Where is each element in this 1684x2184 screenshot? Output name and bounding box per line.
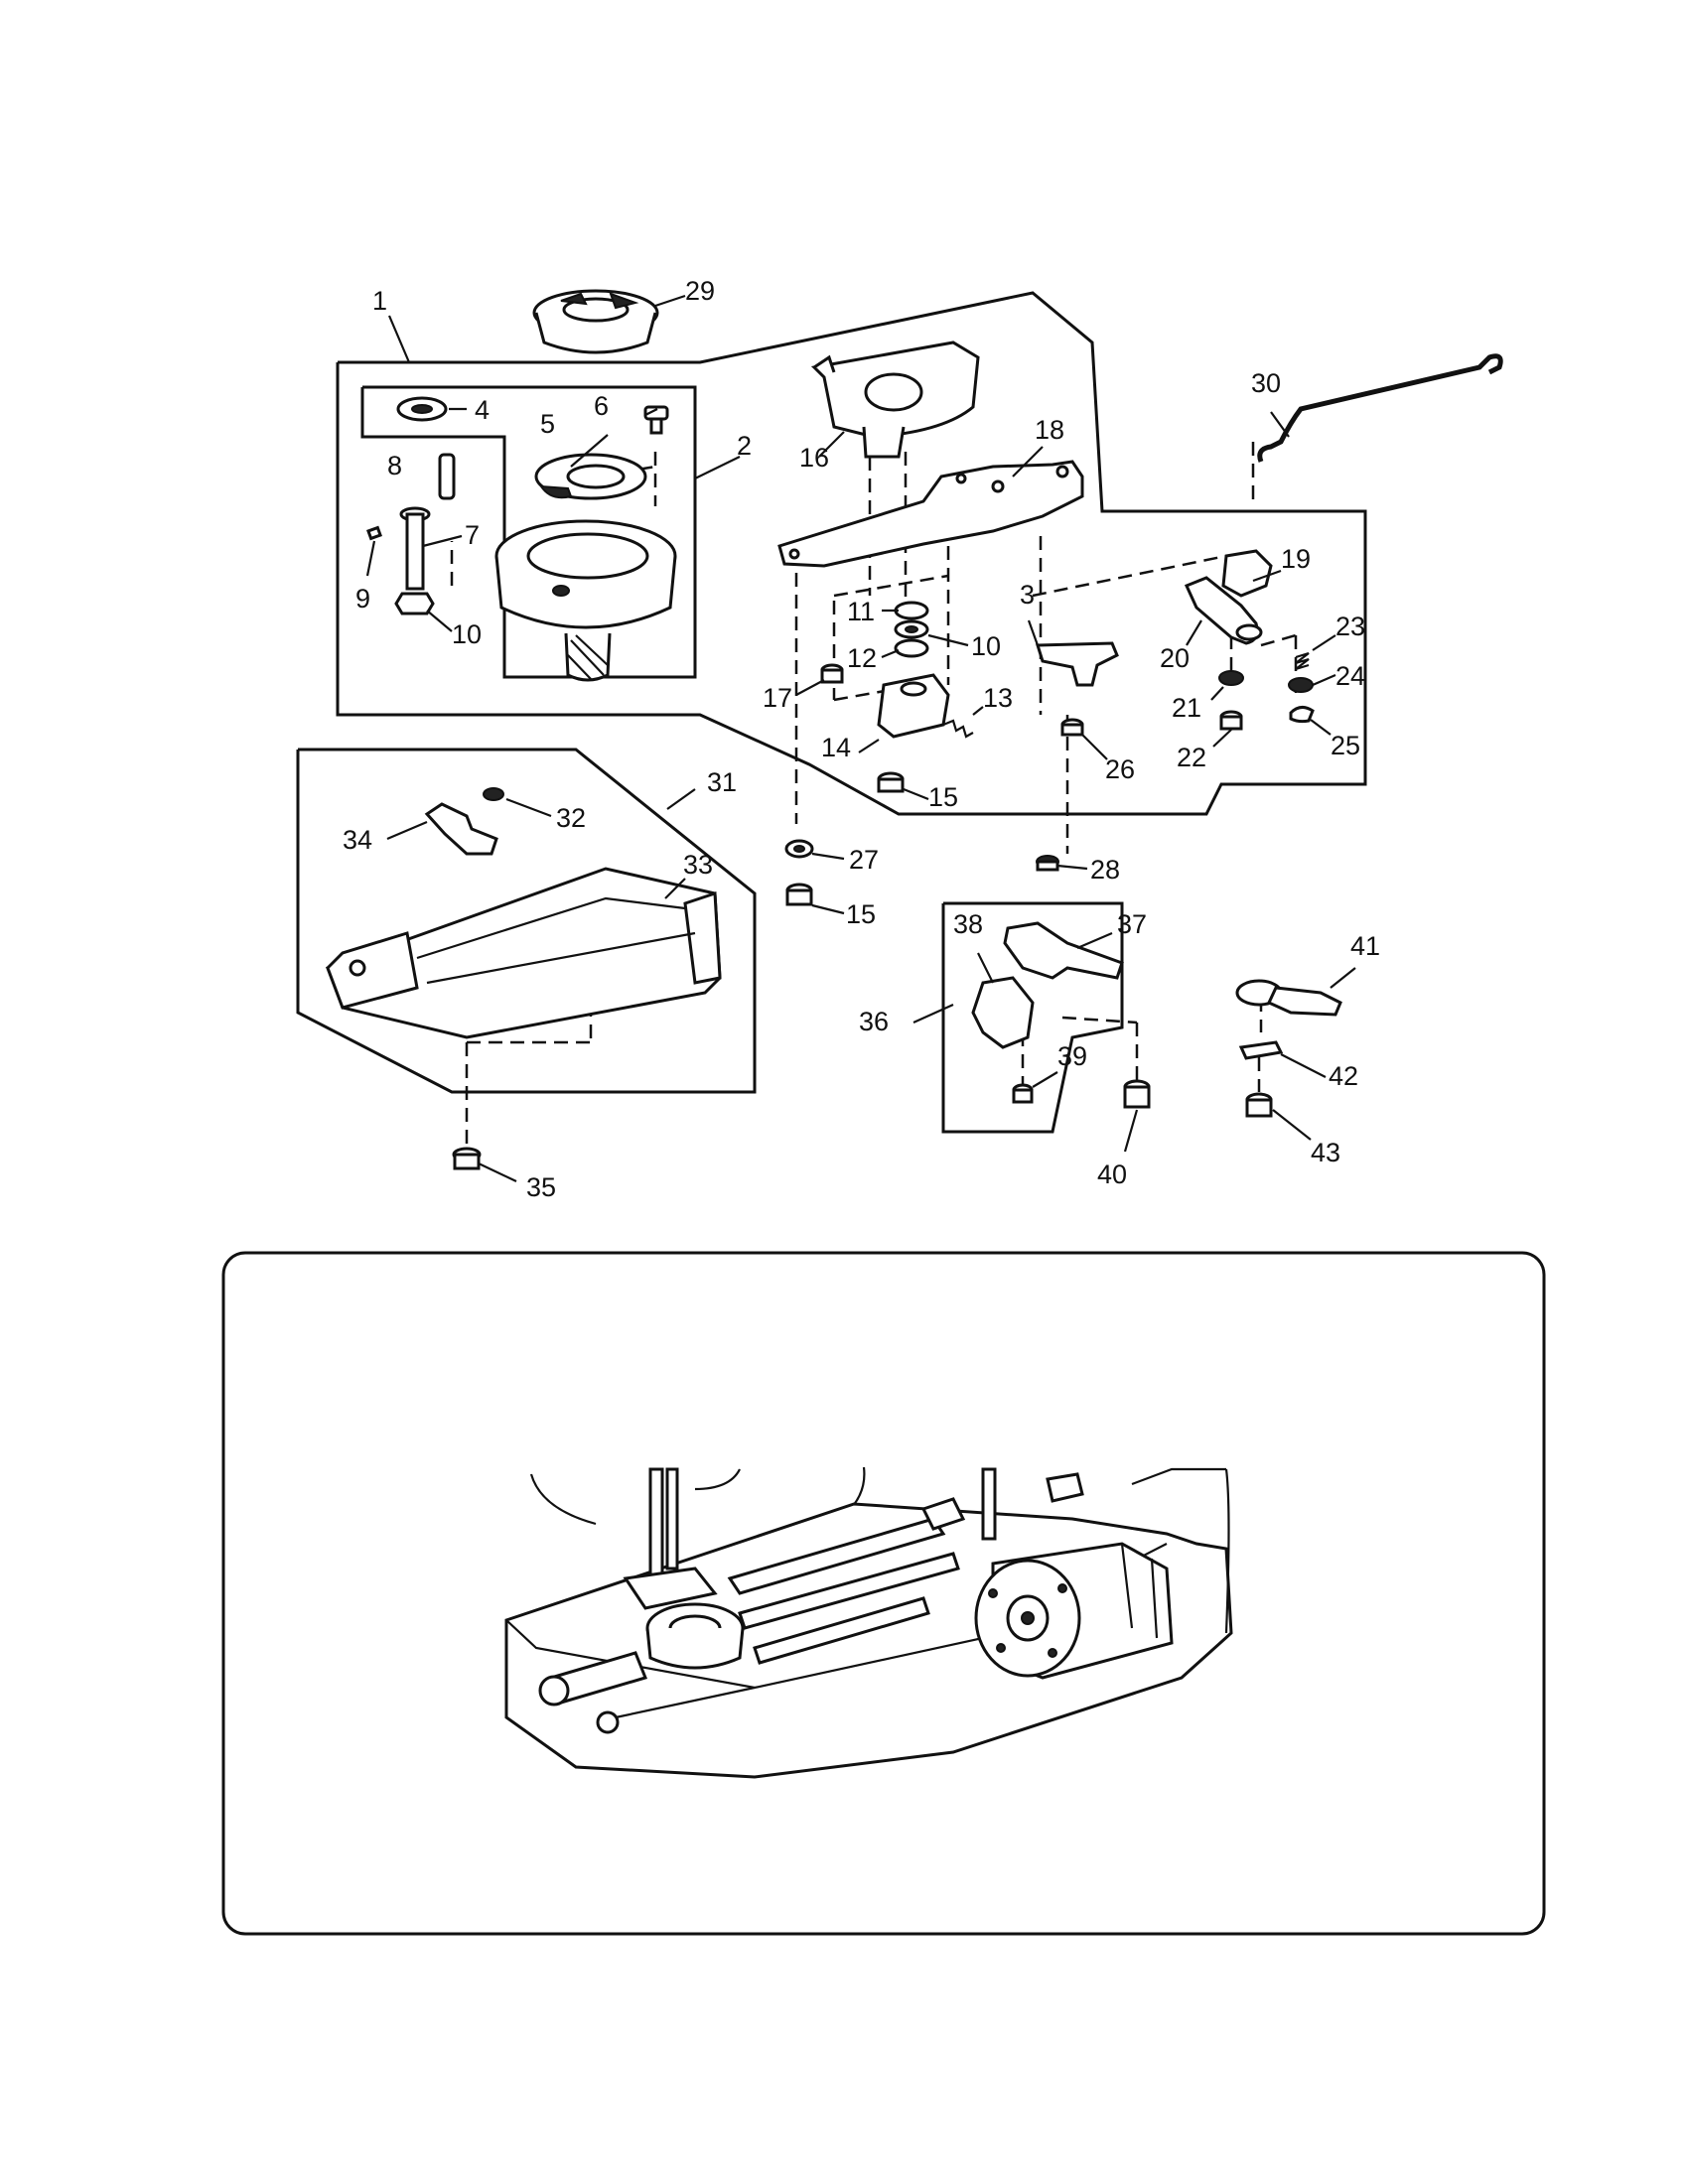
frame-part-31 bbox=[296, 748, 757, 1094]
part-label-4: 4 bbox=[475, 395, 490, 425]
group-frames bbox=[221, 291, 1546, 1936]
part-label-2: 2 bbox=[737, 431, 752, 461]
part-43-shape bbox=[1245, 1092, 1273, 1118]
part-15b-shape bbox=[785, 883, 813, 906]
machine-illustration bbox=[504, 1466, 1233, 1779]
part-28-shape bbox=[1036, 855, 1059, 872]
part-24-shape bbox=[1288, 677, 1314, 693]
part-label-34: 34 bbox=[343, 825, 372, 855]
part-label-21: 21 bbox=[1172, 693, 1201, 723]
part-label-7: 7 bbox=[465, 520, 480, 550]
part-41-shape bbox=[1235, 979, 1342, 1017]
part-label-3: 3 bbox=[1020, 580, 1035, 610]
part-10a-shape bbox=[394, 592, 435, 615]
part-label-26: 26 bbox=[1105, 754, 1135, 784]
part-7-shape bbox=[399, 506, 431, 591]
part-label-22: 22 bbox=[1177, 743, 1206, 772]
part-5-shape bbox=[534, 453, 647, 500]
part-label-20: 20 bbox=[1160, 643, 1190, 673]
part-17-shape bbox=[820, 663, 844, 684]
leader-lines bbox=[365, 294, 1356, 1182]
part-label-25: 25 bbox=[1331, 731, 1360, 760]
part-42-shape bbox=[1238, 1040, 1284, 1060]
part-label-29: 29 bbox=[685, 276, 715, 306]
part-15a-shape bbox=[877, 771, 905, 793]
part-22-shape bbox=[1219, 710, 1243, 731]
part-label-1: 1 bbox=[372, 286, 387, 316]
part-label-11: 11 bbox=[847, 597, 875, 626]
part-32-shape bbox=[483, 787, 504, 801]
part-label-33: 33 bbox=[683, 850, 713, 880]
part-13-shape bbox=[942, 719, 974, 739]
photo-frame bbox=[221, 1251, 1546, 1936]
part-label-40: 40 bbox=[1097, 1160, 1127, 1189]
part-3-shape bbox=[1035, 641, 1119, 687]
frame-part-36 bbox=[941, 901, 1124, 1134]
part-label-14: 14 bbox=[821, 733, 851, 762]
part-9-shape bbox=[366, 525, 382, 541]
part-label-17: 17 bbox=[763, 683, 792, 713]
part-label-12: 12 bbox=[847, 643, 877, 673]
part-39-shape bbox=[1012, 1083, 1034, 1104]
part-16-shape bbox=[810, 341, 980, 459]
parts bbox=[326, 289, 1503, 1170]
part-label-13: 13 bbox=[983, 683, 1013, 713]
part-label-18: 18 bbox=[1035, 415, 1064, 445]
part-label-27: 27 bbox=[849, 845, 879, 875]
part-21-shape bbox=[1218, 670, 1244, 686]
part-35-shape bbox=[452, 1147, 482, 1170]
part-29-shape bbox=[532, 289, 659, 354]
part-label-43: 43 bbox=[1311, 1138, 1340, 1167]
part-label-15a: 15 bbox=[928, 782, 958, 812]
part-6-shape bbox=[643, 405, 669, 435]
part-33-shape bbox=[326, 867, 722, 1039]
part-label-10a: 10 bbox=[452, 619, 482, 649]
part-label-23: 23 bbox=[1335, 612, 1365, 641]
parts-11-12-washers bbox=[894, 601, 929, 658]
part-label-42: 42 bbox=[1329, 1061, 1358, 1091]
part-label-8: 8 bbox=[387, 451, 402, 480]
part-label-15b: 15 bbox=[846, 899, 876, 929]
part-30-shape bbox=[1257, 353, 1503, 463]
part-label-36: 36 bbox=[859, 1007, 889, 1036]
part-label-16: 16 bbox=[799, 443, 829, 473]
part-label-19: 19 bbox=[1281, 544, 1311, 574]
part-label-5: 5 bbox=[540, 409, 555, 439]
hook-body-shape bbox=[494, 519, 677, 682]
part-label-9: 9 bbox=[355, 584, 370, 614]
part-25-shape bbox=[1289, 706, 1315, 724]
frame-part-2 bbox=[360, 385, 697, 679]
part-label-38: 38 bbox=[953, 909, 983, 939]
part-8-shape bbox=[438, 453, 456, 500]
part-label-30: 30 bbox=[1251, 368, 1281, 398]
part-label-6: 6 bbox=[594, 391, 609, 421]
part-23-shape bbox=[1295, 651, 1310, 671]
part-37-shape bbox=[1003, 921, 1124, 980]
part-4-shape bbox=[396, 396, 448, 422]
part-18-shape bbox=[777, 460, 1084, 568]
part-label-39: 39 bbox=[1057, 1041, 1087, 1071]
part-label-31: 31 bbox=[707, 767, 737, 797]
part-label-28: 28 bbox=[1090, 855, 1120, 885]
part-26-shape bbox=[1060, 718, 1084, 737]
frame-part-1 bbox=[336, 291, 1367, 816]
part-40-shape bbox=[1123, 1079, 1151, 1109]
part-38-shape bbox=[971, 976, 1035, 1049]
parts-19-20-shape bbox=[1184, 549, 1273, 645]
part-34-shape bbox=[424, 802, 498, 856]
part-label-32: 32 bbox=[556, 803, 586, 833]
part-27-shape bbox=[784, 839, 814, 859]
part-label-37: 37 bbox=[1117, 909, 1147, 939]
part-label-10b: 10 bbox=[971, 631, 1001, 661]
part-label-24: 24 bbox=[1335, 661, 1365, 691]
part-14-shape bbox=[877, 673, 950, 739]
part-label-35: 35 bbox=[526, 1172, 556, 1202]
part-labels: 1 2 3 4 5 6 7 8 9 10 10 11 12 13 14 15 1… bbox=[343, 276, 1380, 1202]
part-label-41: 41 bbox=[1350, 931, 1380, 961]
